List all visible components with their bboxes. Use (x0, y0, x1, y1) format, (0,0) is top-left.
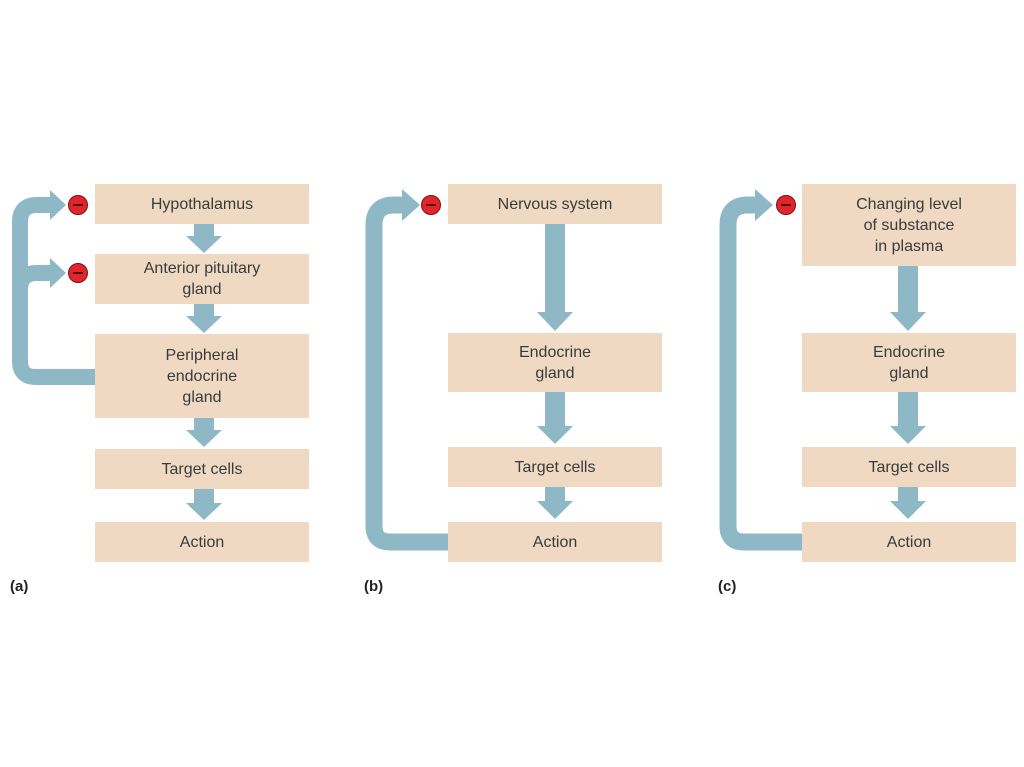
feedback-arrowhead-c (755, 189, 773, 221)
inhibition-icon (68, 263, 88, 283)
flow-arrow-b2 (537, 392, 573, 444)
inhibition-icon (421, 195, 441, 215)
box-endocrine-gland: Endocrine gland (448, 333, 662, 392)
feedback-arrowhead-b (402, 189, 420, 221)
panel-label-c: (c) (718, 578, 737, 595)
box-hypothalamus: Hypothalamus (95, 184, 309, 224)
box-endocrine-gland: Endocrine gland (802, 333, 1016, 392)
box-action: Action (802, 522, 1016, 562)
box-nervous-system: Nervous system (448, 184, 662, 224)
flow-arrow-c1 (890, 266, 926, 331)
flow-arrow-b1 (537, 224, 573, 331)
flow-arrow-a4 (186, 489, 222, 520)
box-peripheral-endocrine-gland: Peripheral endocrine gland (95, 334, 309, 418)
inhibition-icon (68, 195, 88, 215)
feedback-arrow-c (719, 196, 802, 551)
flow-arrow-a2 (186, 304, 222, 333)
panel-label-a: (a) (10, 578, 29, 595)
inhibition-icon (776, 195, 796, 215)
feedback-arrow-b (365, 196, 448, 551)
flow-arrow-a3 (186, 418, 222, 447)
box-anterior-pituitary: Anterior pituitary gland (95, 254, 309, 304)
box-target-cells: Target cells (95, 449, 309, 489)
flow-arrow-b3 (537, 487, 573, 519)
feedback-arrowhead-a2 (50, 258, 66, 288)
box-action: Action (95, 522, 309, 562)
panel-label-b: (b) (364, 578, 384, 595)
flow-arrow-c3 (890, 487, 926, 519)
feedback-arrowhead-a1 (50, 190, 66, 220)
box-changing-level-substance: Changing level of substance in plasma (802, 184, 1016, 266)
feedback-arrow-a (11, 197, 95, 385)
box-target-cells: Target cells (802, 447, 1016, 487)
flow-arrow-c2 (890, 392, 926, 444)
flow-arrow-a1 (186, 224, 222, 253)
box-action: Action (448, 522, 662, 562)
box-target-cells: Target cells (448, 447, 662, 487)
